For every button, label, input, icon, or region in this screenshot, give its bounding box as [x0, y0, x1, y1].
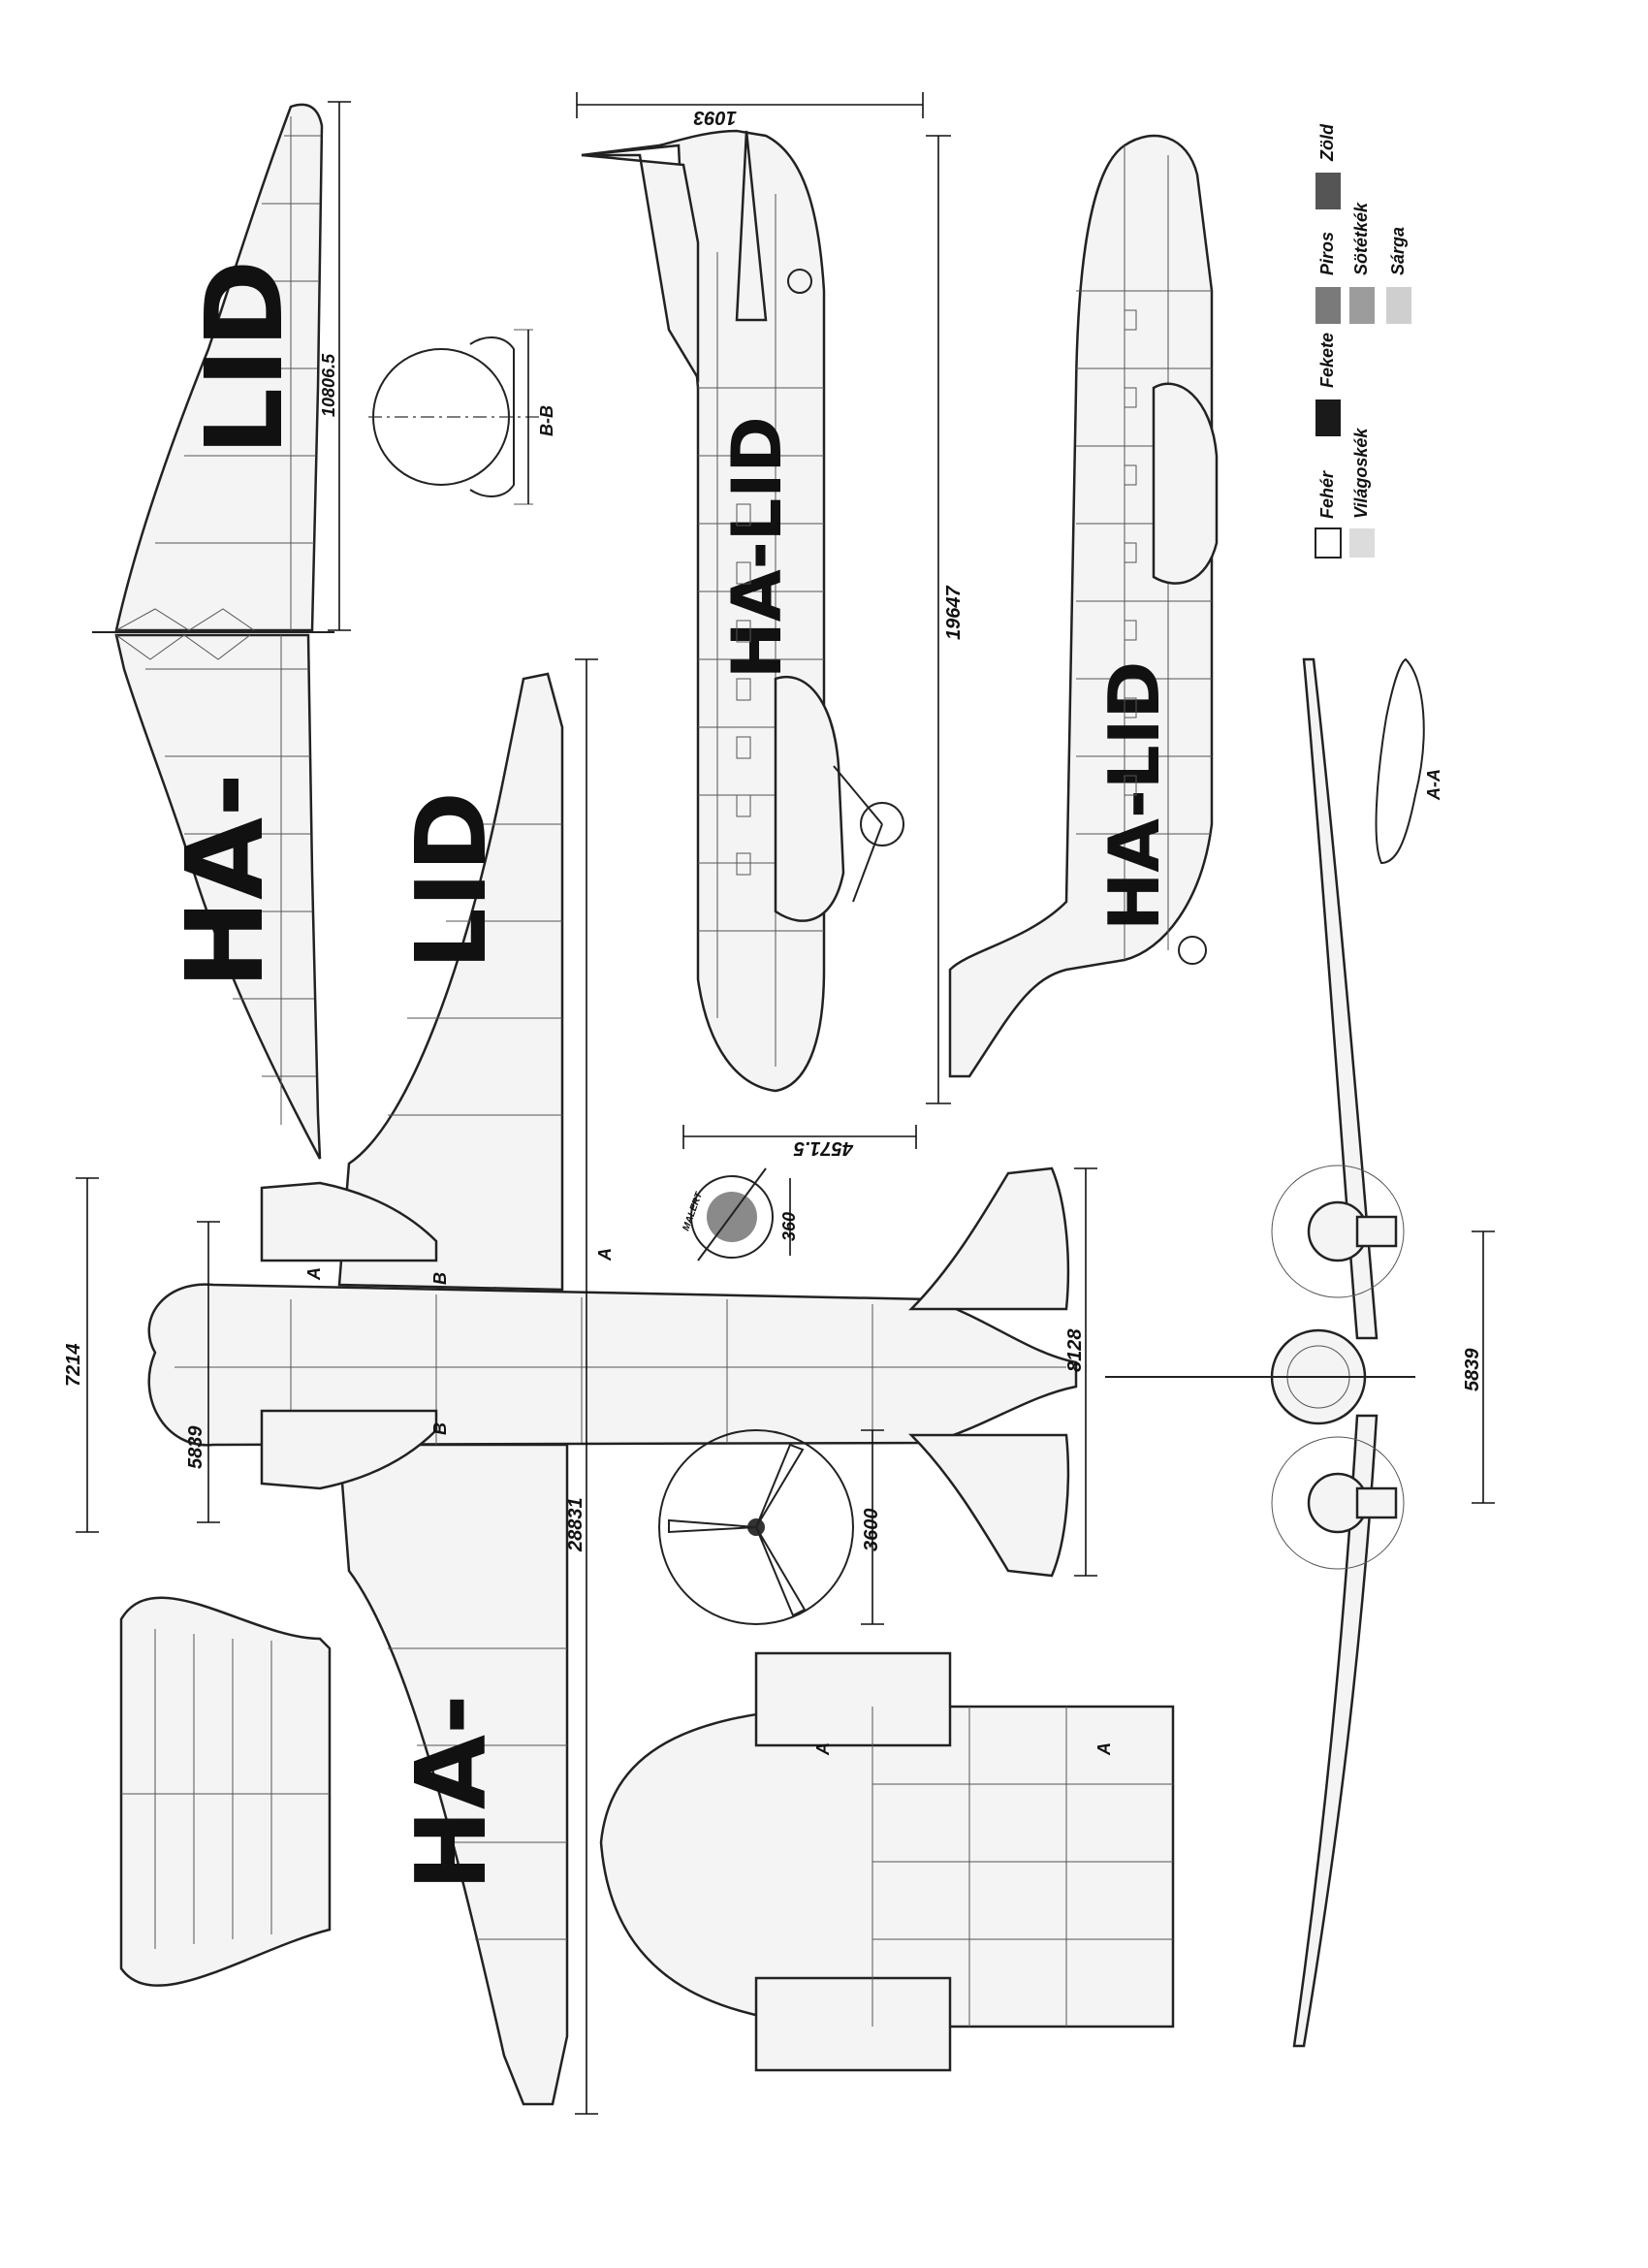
- fuselage-side-view-right: HA-LID: [948, 134, 1219, 1078]
- wing-registration-suffix: LID: [182, 260, 306, 456]
- legend-label-fekete: Fekete: [1317, 333, 1337, 388]
- dim-nose-offset: 4571.5: [793, 1137, 854, 1159]
- dim-engine-spacing-front: 5839: [1462, 1348, 1483, 1391]
- dim-wing-half-span: 10806.5: [319, 353, 338, 417]
- section-mark-a-right: A: [595, 1248, 615, 1262]
- section-mark-b-lower: B: [430, 1422, 450, 1435]
- legend-label-piros: Piros: [1317, 232, 1337, 275]
- dim-nacelle-span: 7214: [63, 1344, 84, 1388]
- legend-label-feher: Fehér: [1317, 470, 1337, 519]
- section-mark-a-lower-right: A: [1094, 1742, 1114, 1756]
- legend-swatch-fekete: [1315, 399, 1341, 436]
- side-registration: HA-LID: [717, 416, 797, 679]
- legend-swatch-vilagoskek: [1349, 528, 1375, 558]
- section-bb-label: B-B: [537, 405, 556, 436]
- company-emblem: MALERT 360: [681, 1167, 799, 1262]
- tail-plan-view: [119, 1596, 332, 1987]
- aircraft-top-view: LID HA- A A B B 7214 5839 28831 8128: [63, 658, 1097, 2115]
- dim-overall-top: 1093: [694, 107, 738, 128]
- legend-label-zold: Zöld: [1317, 123, 1337, 162]
- legend-label-sotetkek: Sötétkék: [1351, 202, 1371, 275]
- dim-emblem-size: 360: [779, 1212, 799, 1241]
- legend-swatch-sotetkek: [1349, 287, 1375, 324]
- dim-tail-span: 8128: [1064, 1328, 1086, 1372]
- top-wing-registration-suffix: LID: [395, 791, 508, 970]
- wing-plan-view: HA- LID 10806.5: [92, 101, 351, 1160]
- legend-swatch-sarga: [1386, 287, 1411, 324]
- emblem-text: MALERT: [681, 1190, 705, 1232]
- section-mark-a-lower-left: A: [813, 1742, 833, 1756]
- top-wing-registration-prefix: HA-: [395, 1694, 508, 1891]
- right-side-registration: HA-LID: [1093, 661, 1175, 931]
- legend-swatch-feher: [1315, 527, 1342, 559]
- section-mark-a-upper: A: [304, 1267, 324, 1281]
- dim-propeller-diameter: 3600: [861, 1509, 882, 1552]
- legend-label-vilagoskek: Világoskék: [1351, 428, 1371, 519]
- propeller-view: 3600: [658, 1429, 884, 1625]
- legend-swatch-zold: [1315, 173, 1341, 209]
- dim-engine-spacing: 5839: [185, 1425, 206, 1469]
- section-aa-label: A-A: [1424, 769, 1443, 801]
- legend-swatch-piros: [1315, 287, 1341, 324]
- section-mark-b-upper: B: [430, 1272, 450, 1285]
- legend-label-sarga: Sárga: [1388, 227, 1408, 275]
- section-bb: B-B: [368, 329, 556, 505]
- dim-fuselage-length: 19647: [943, 586, 965, 640]
- aircraft-front-view: 5839: [1105, 657, 1495, 2048]
- dim-wing-span: 28831: [565, 1497, 586, 1552]
- fuselage-side-view: HA-LID 1093 19647 4571.5: [576, 92, 965, 1159]
- wing-registration-prefix: HA-: [163, 773, 287, 989]
- color-legend: Fehér Világoskék Fekete Piros Sötétkék S…: [1315, 123, 1411, 559]
- section-aa: A-A: [1375, 657, 1443, 865]
- inboard-wing-plan: A A: [599, 1651, 1175, 2072]
